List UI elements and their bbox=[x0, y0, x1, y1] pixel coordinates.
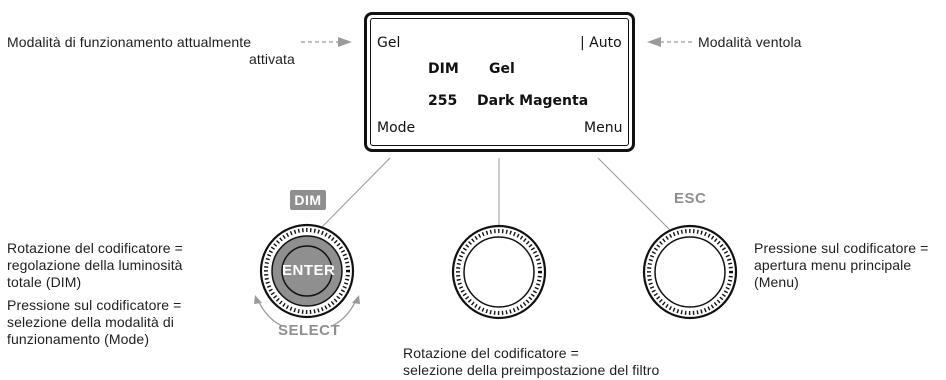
left-encoder-knob[interactable] bbox=[259, 223, 355, 319]
lcd-display bbox=[364, 12, 635, 152]
dim-label: DIM bbox=[294, 192, 322, 208]
left-press-caption-1: Pressione sul codificatore = bbox=[7, 297, 182, 313]
lcd-screen bbox=[370, 18, 629, 146]
enter-label: ENTER bbox=[282, 262, 336, 279]
leader-line-right bbox=[597, 157, 673, 233]
middle-encoder-knob[interactable] bbox=[451, 224, 547, 320]
display-softkey-mode: Mode bbox=[377, 120, 416, 136]
display-preset-name: Dark Magenta bbox=[477, 93, 589, 109]
left-press-caption-2: selezione della modalità di bbox=[7, 314, 174, 330]
fan-caption: Modalità ventola bbox=[698, 34, 802, 50]
left-rotation-caption-3: totale (DIM) bbox=[7, 274, 82, 290]
esc-label: ESC bbox=[674, 190, 707, 207]
right-press-caption-2: apertura menu principale bbox=[754, 257, 912, 273]
left-rotation-caption-1: Rotazione del codificatore = bbox=[7, 240, 183, 256]
display-mode-indicator: Gel bbox=[377, 35, 401, 51]
left-rotation-caption-2: regolazione della luminosità bbox=[7, 257, 183, 273]
mode-caption-line2: attivata bbox=[249, 51, 295, 67]
left-press-caption-3: funzionamento (Mode) bbox=[7, 331, 150, 347]
right-press-caption-1: Pressione sul codificatore = bbox=[754, 240, 929, 256]
mode-arrow-head bbox=[338, 37, 352, 47]
display-param-name: DIM bbox=[428, 61, 459, 77]
display-param-value: 255 bbox=[428, 93, 458, 109]
middle-rotation-caption-1: Rotazione del codificatore = bbox=[403, 345, 579, 361]
right-press-caption-3: (Menu) bbox=[754, 274, 799, 290]
fan-arrow-head bbox=[647, 37, 661, 47]
right-encoder-knob[interactable] bbox=[642, 224, 738, 320]
display-softkey-menu: Menu bbox=[584, 120, 623, 136]
display-param-label: Gel bbox=[489, 61, 515, 77]
middle-rotation-caption-2: selezione della preimpostazione del filt… bbox=[403, 362, 660, 378]
mode-caption-line1: Modalità di funzionamento attualmente bbox=[7, 34, 252, 50]
dim-label-badge: DIM bbox=[290, 190, 326, 210]
display-fan-indicator: | Auto bbox=[580, 35, 622, 51]
leader-line-left bbox=[317, 157, 391, 232]
select-label: SELECT bbox=[278, 322, 341, 339]
